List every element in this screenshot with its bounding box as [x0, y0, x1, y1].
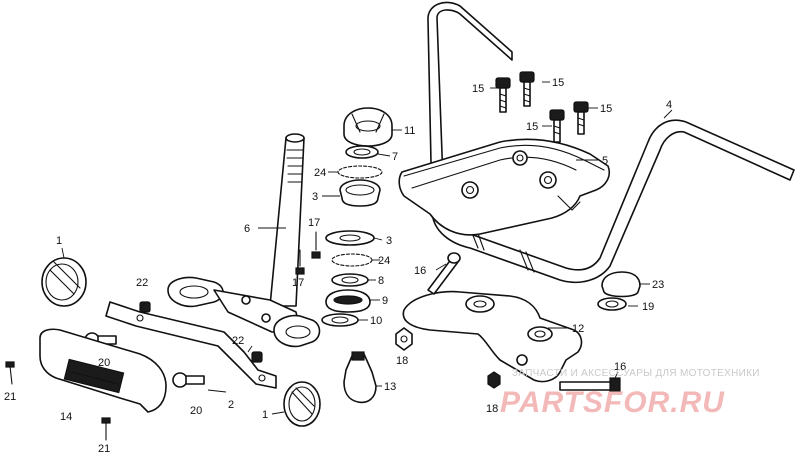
steering-stem [269, 133, 305, 307]
callout-1-lower: 1 [262, 409, 268, 421]
callout-15-c: 15 [526, 121, 538, 133]
callout-13: 13 [384, 381, 396, 393]
handlebar [427, 1, 795, 284]
callout-4: 4 [666, 99, 672, 111]
screw-22-right [251, 351, 263, 363]
callout-15-b: 15 [552, 77, 564, 89]
washer-10 [321, 313, 359, 327]
callout-22-left: 22 [136, 277, 148, 289]
reflector-plate-14 [39, 328, 167, 413]
callout-3-upper: 3 [312, 191, 318, 203]
callout-3-lower: 3 [386, 235, 392, 247]
screw-17-upper [311, 231, 321, 259]
callout-15-a: 15 [472, 83, 484, 95]
callout-labels: 1 1 2 3 3 4 5 6 7 8 9 10 11 12 13 14 15 … [4, 77, 672, 455]
callout-18-upper: 18 [396, 355, 408, 367]
callout-7: 7 [392, 151, 398, 163]
bolt-15-c [549, 109, 565, 143]
nut-18-lower [487, 371, 501, 389]
callout-20-right: 20 [190, 405, 202, 417]
screw-17-lower [295, 249, 305, 275]
leader-lines [61, 81, 673, 415]
callout-19: 19 [642, 301, 654, 313]
callout-17-lower: 17 [292, 277, 304, 289]
steel-balls-24-upper [337, 165, 383, 179]
bolts-15 [495, 71, 589, 143]
callout-14: 14 [60, 411, 72, 423]
watermark-caption: ЗАПЧАСТИ И АКСЕССУАРЫ ДЛЯ МОТОТЕХНИКИ [512, 368, 760, 379]
callout-8: 8 [378, 275, 384, 287]
reflector-1-upper [41, 257, 87, 307]
callout-16-upper: 16 [414, 265, 426, 277]
handlebar-upper-holder [398, 138, 611, 236]
callout-16-lower: 16 [614, 361, 626, 373]
stem-nut-11 [343, 107, 393, 147]
callout-20-left: 20 [98, 357, 110, 369]
bolt-20-right [172, 372, 205, 388]
fork-bottom-bridge [167, 276, 321, 348]
callout-21-left: 21 [4, 391, 16, 403]
bolt-15-b [519, 71, 535, 107]
switch-13 [343, 351, 377, 404]
callout-11: 11 [404, 125, 415, 137]
callout-6: 6 [244, 223, 250, 235]
cap-23 [601, 271, 641, 298]
dust-seal-9 [325, 289, 371, 313]
steel-balls-24-lower [331, 253, 373, 267]
watermark: ЗАПЧАСТИ И АКСЕССУАРЫ ДЛЯ МОТОТЕХНИКИ PA… [500, 368, 760, 419]
screw-21-bottom [101, 417, 111, 441]
bolt-16-upper [427, 252, 461, 295]
callout-10: 10 [370, 315, 382, 327]
callout-18-lower: 18 [486, 403, 498, 415]
washer-19 [597, 297, 627, 311]
callout-23: 23 [652, 279, 664, 291]
stem-washer-7 [345, 145, 379, 159]
callout-2: 2 [228, 399, 234, 411]
cone-race-3-lower [325, 230, 375, 246]
callout-21-bottom: 21 [98, 443, 110, 455]
callout-1-upper: 1 [56, 235, 62, 247]
callout-22-right: 22 [232, 335, 244, 347]
callout-24-upper: 24 [314, 167, 326, 179]
callout-12: 12 [572, 323, 584, 335]
watermark-logo: PARTSFOR.RU [500, 386, 725, 419]
handlebar-lower-holder [402, 290, 583, 383]
reflector-1-lower [283, 381, 321, 427]
callout-15-d: 15 [600, 103, 612, 115]
race-8 [331, 273, 369, 287]
bolt-15-a [495, 77, 511, 113]
bolt-15-d [573, 101, 589, 135]
mount-bracket-2 [105, 301, 277, 389]
callout-24-lower: 24 [378, 255, 390, 267]
callout-17-upper: 17 [308, 217, 320, 229]
cone-race-3-upper [339, 179, 381, 207]
screw-22-left [139, 301, 151, 313]
callout-5: 5 [602, 155, 608, 167]
nut-18-upper [395, 327, 413, 351]
screw-21-left [5, 361, 15, 385]
callout-9: 9 [382, 295, 388, 307]
